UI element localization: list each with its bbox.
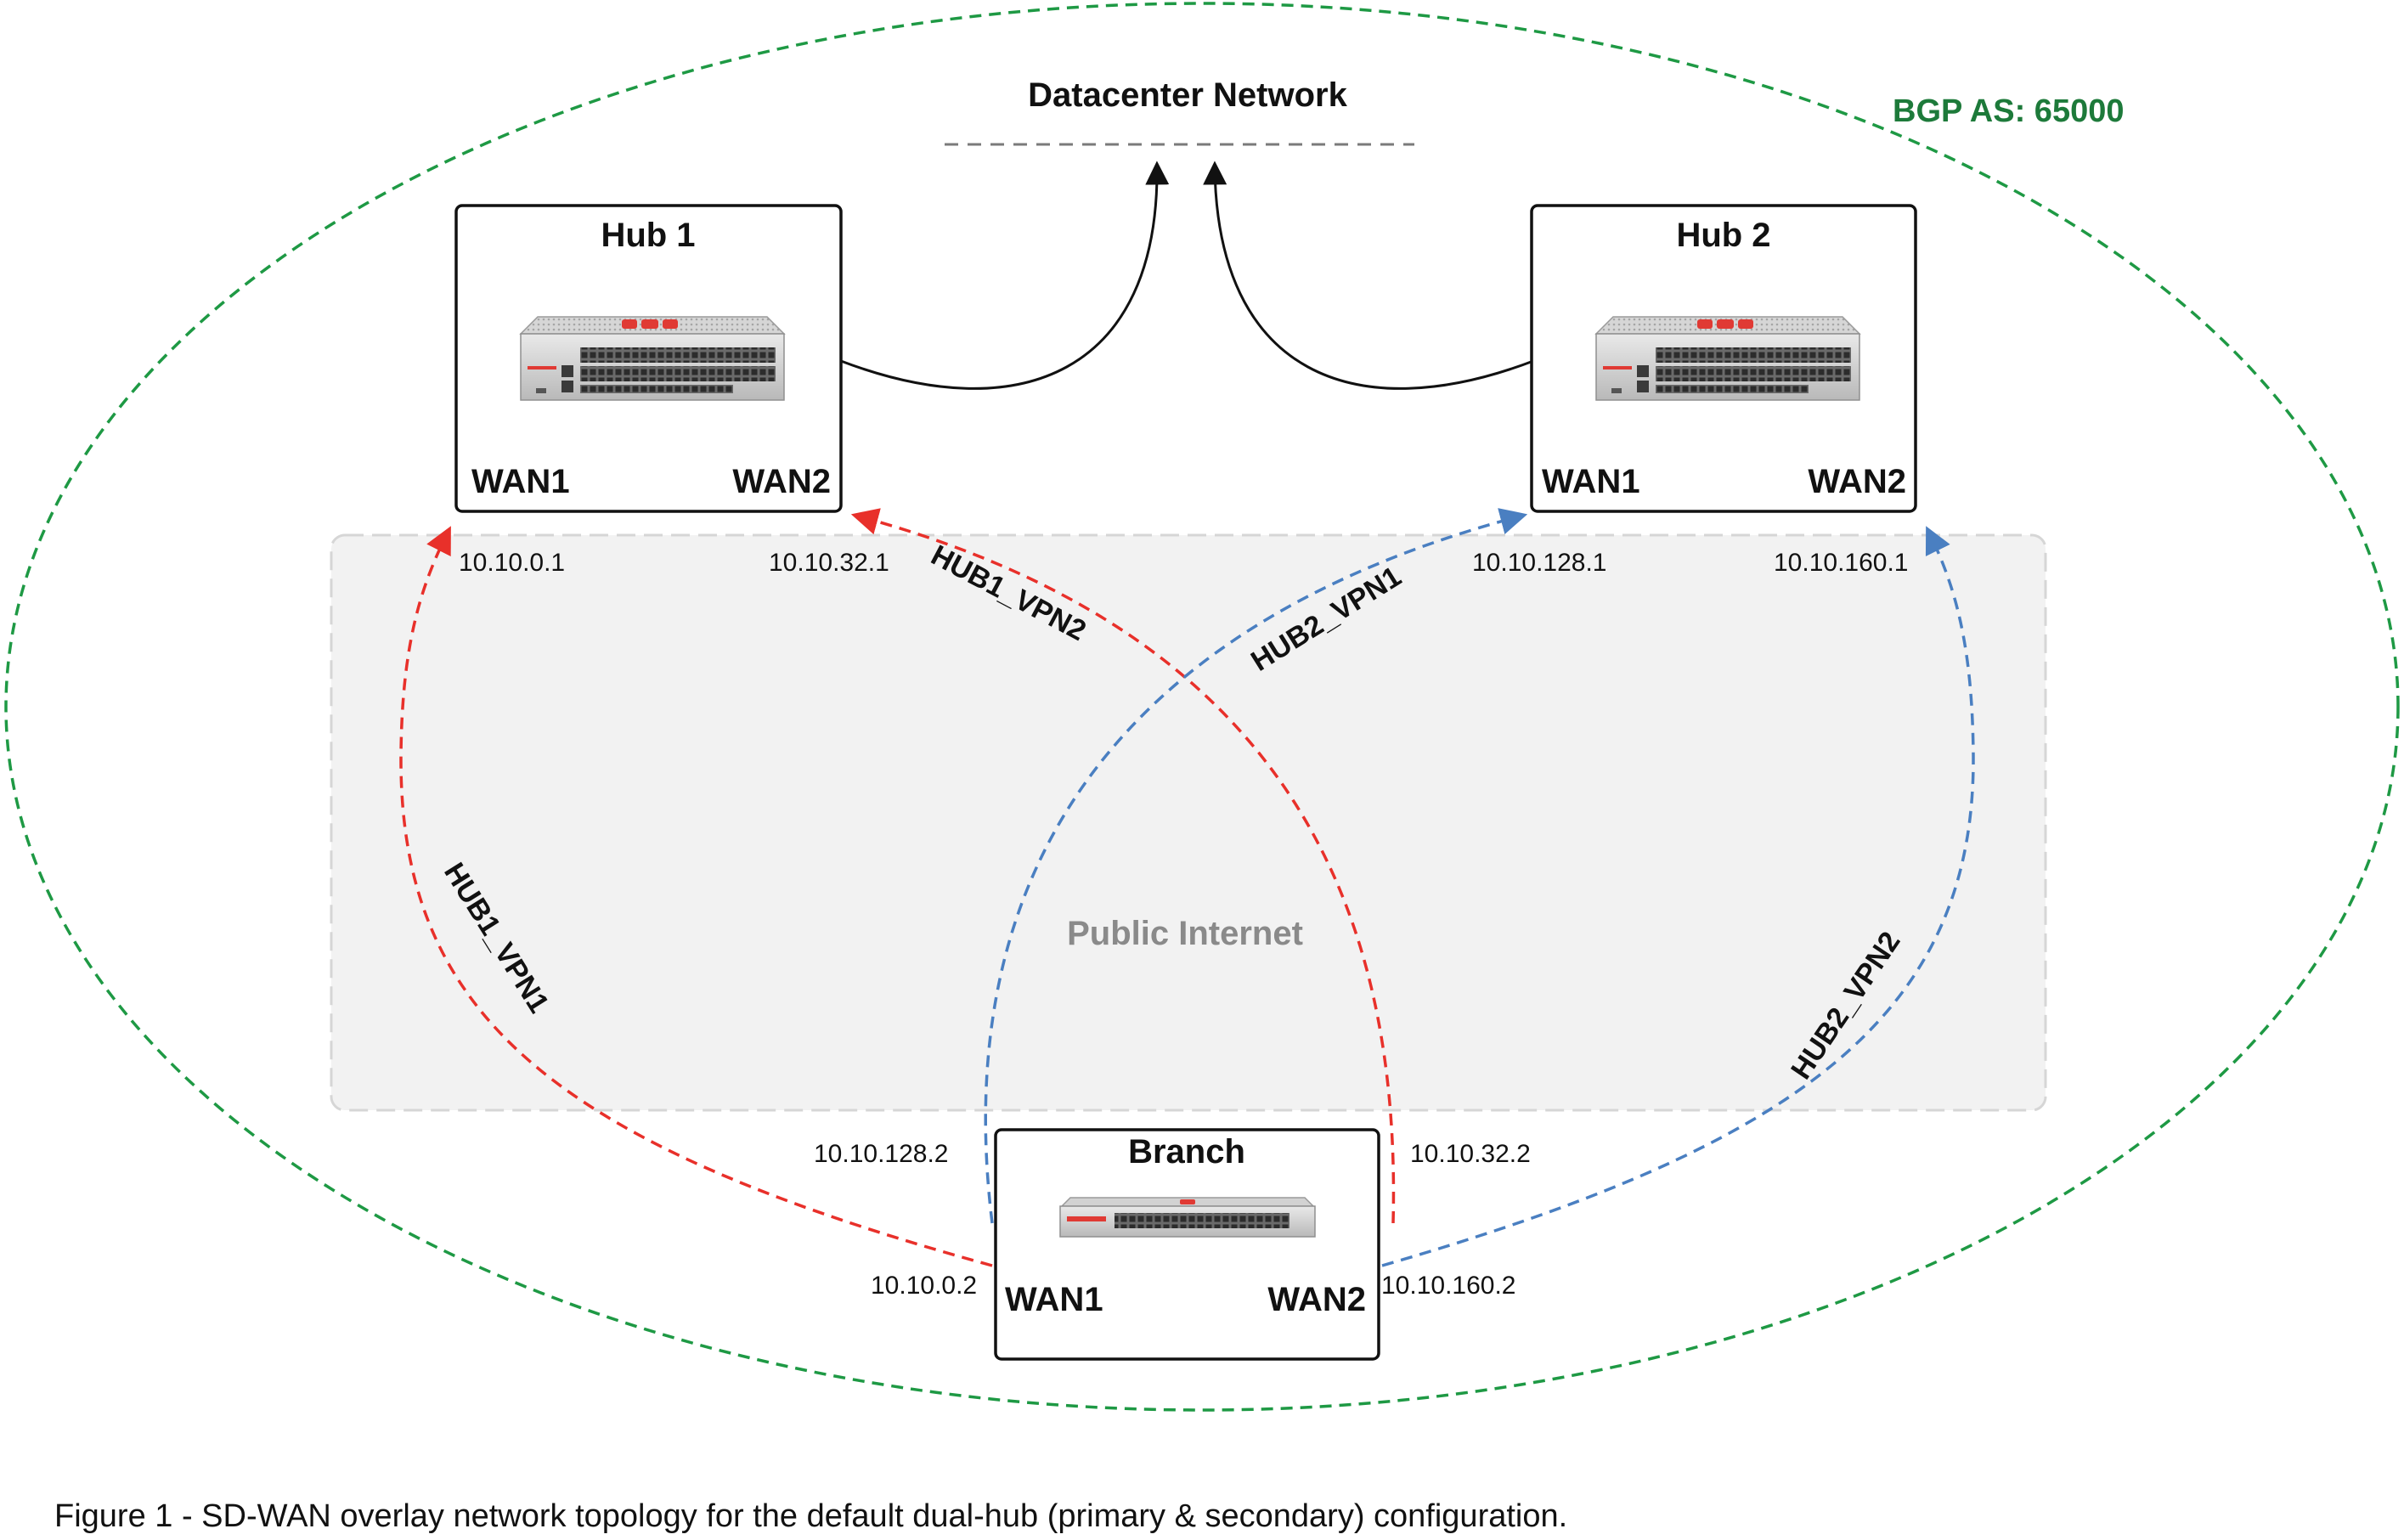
hub2-vpn2-tunnel [1381,526,1975,1267]
bgp-as-label: BGP AS: 65000 [1893,93,2124,129]
ip-hub2-wan1: 10.10.128.1 [1472,549,1606,577]
hub1-wan2-label: WAN2 [732,463,831,500]
hub1-title: Hub 1 [601,217,695,254]
branch-node[interactable]: Branch WAN1 WAN2 [994,1128,1380,1361]
hub1-wan1-label: WAN1 [471,463,570,500]
public-internet-label: Public Internet [1067,915,1303,952]
ip-branch-hub2-vpn1: 10.10.128.2 [814,1140,948,1168]
hub-device-icon [1594,316,1861,401]
ip-hub2-wan2: 10.10.160.1 [1774,549,1908,577]
figure-caption: Figure 1 - SD-WAN overlay network topolo… [54,1498,1567,1534]
hub1-datacenter-link [840,161,1170,390]
hub2-vpn1-tunnel [984,508,1528,1224]
branch-wan1-label: WAN1 [1005,1281,1103,1318]
hub-device-icon [519,316,786,401]
hub2-wan1-label: WAN1 [1542,463,1640,500]
hub1-node[interactable]: Hub 1 WAN1 WAN2 [454,204,843,513]
ip-branch-hub1-vpn1: 10.10.0.2 [871,1272,977,1300]
branch-device-icon [1059,1197,1316,1238]
branch-wan2-label: WAN2 [1267,1281,1366,1318]
ip-hub1-wan2: 10.10.32.1 [769,549,889,577]
hub2-node[interactable]: Hub 2 WAN1 WAN2 [1530,204,1917,513]
datacenter-network-label: Datacenter Network [1028,76,1347,114]
bgp-as-boundary [4,2,2400,1412]
hub1-vpn1-tunnel [399,526,993,1267]
branch-title: Branch [1128,1133,1245,1171]
ip-hub1-wan1: 10.10.0.1 [459,549,565,577]
hub2-title: Hub 2 [1676,217,1770,254]
public-internet-zone [330,533,2047,1112]
hub2-datacenter-link [1203,161,1534,390]
hub1-vpn2-tunnel [850,508,1396,1224]
hub2-wan2-label: WAN2 [1808,463,1906,500]
ip-branch-hub2-vpn2: 10.10.160.2 [1381,1272,1515,1300]
ip-branch-hub1-vpn2: 10.10.32.2 [1410,1140,1531,1168]
